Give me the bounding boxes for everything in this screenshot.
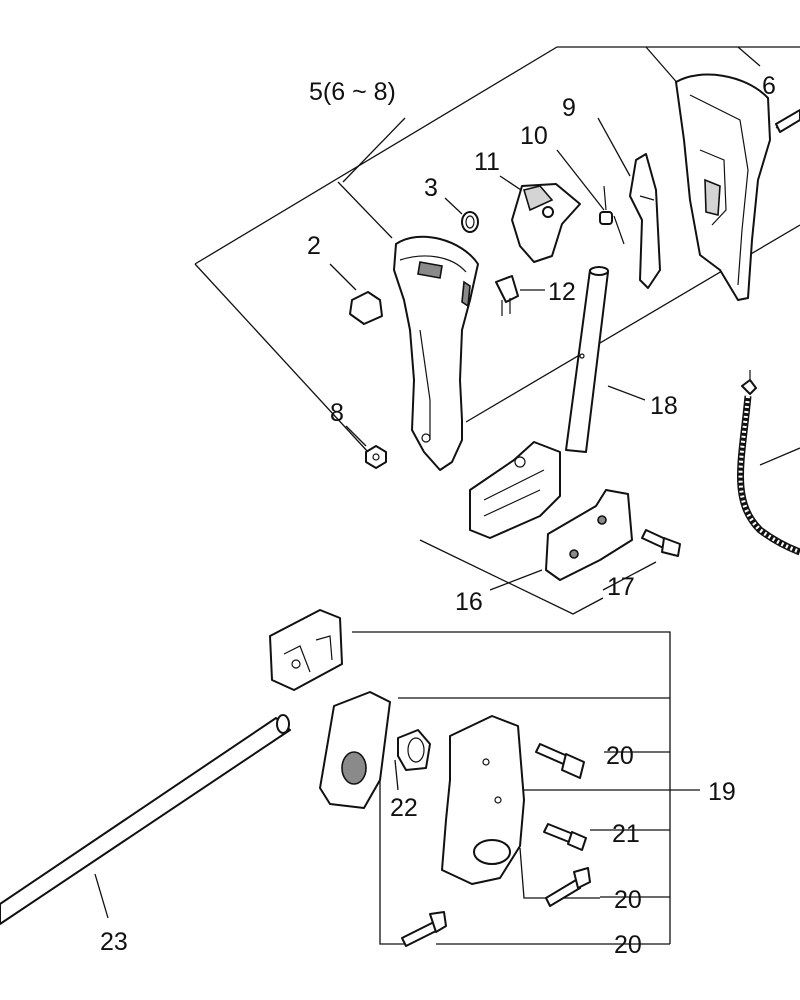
callout-18: 18 [650, 392, 678, 420]
bolt-17 [641, 529, 681, 557]
leader-lines [94, 46, 800, 945]
callout-9: 9 [562, 94, 576, 122]
callout-11: 11 [474, 148, 500, 176]
spring [599, 185, 625, 245]
main-grip-handle [393, 235, 479, 471]
tube [565, 266, 609, 453]
bushing [397, 729, 431, 771]
callout-16: 16 [455, 588, 483, 616]
throttle-lever [629, 153, 661, 289]
callout-21: 21 [612, 820, 640, 848]
throttle-cable [737, 370, 800, 556]
screw-20-upper [535, 743, 585, 779]
stop-button [349, 291, 383, 325]
callout-20-middle: 20 [614, 886, 642, 914]
callout-10: 10 [520, 122, 548, 150]
callout-2: 2 [307, 232, 321, 260]
callout-5: 5(6 ~ 8) [309, 78, 396, 106]
callout-20-upper: 20 [606, 742, 634, 770]
callout-8: 8 [330, 399, 344, 427]
callout-17: 17 [607, 573, 635, 601]
spring-small [461, 211, 479, 233]
callout-3: 3 [424, 174, 438, 202]
callout-labels: 5(6 ~ 8) 6 9 10 11 3 2 12 8 18 16 17 20 … [100, 72, 776, 959]
nut [365, 445, 387, 469]
screw-20-lower [401, 911, 447, 947]
callout-20-lower: 20 [614, 931, 642, 959]
screw-21 [543, 823, 587, 851]
switch [495, 275, 519, 316]
callout-19: 19 [708, 778, 736, 806]
callout-12: 12 [548, 278, 576, 306]
clamp-half-front [469, 441, 561, 539]
bracket-block [269, 609, 343, 691]
bracket-body [441, 715, 525, 885]
throttle-trigger [511, 183, 581, 263]
screw-20-middle [545, 867, 591, 907]
handle-half-right [675, 73, 800, 301]
drive-shaft-tube [0, 714, 291, 925]
clamp-half-rear [545, 489, 633, 581]
callout-6: 6 [762, 72, 776, 100]
callout-23: 23 [100, 928, 128, 956]
callout-22: 22 [390, 794, 418, 822]
mount-plate [319, 691, 391, 809]
